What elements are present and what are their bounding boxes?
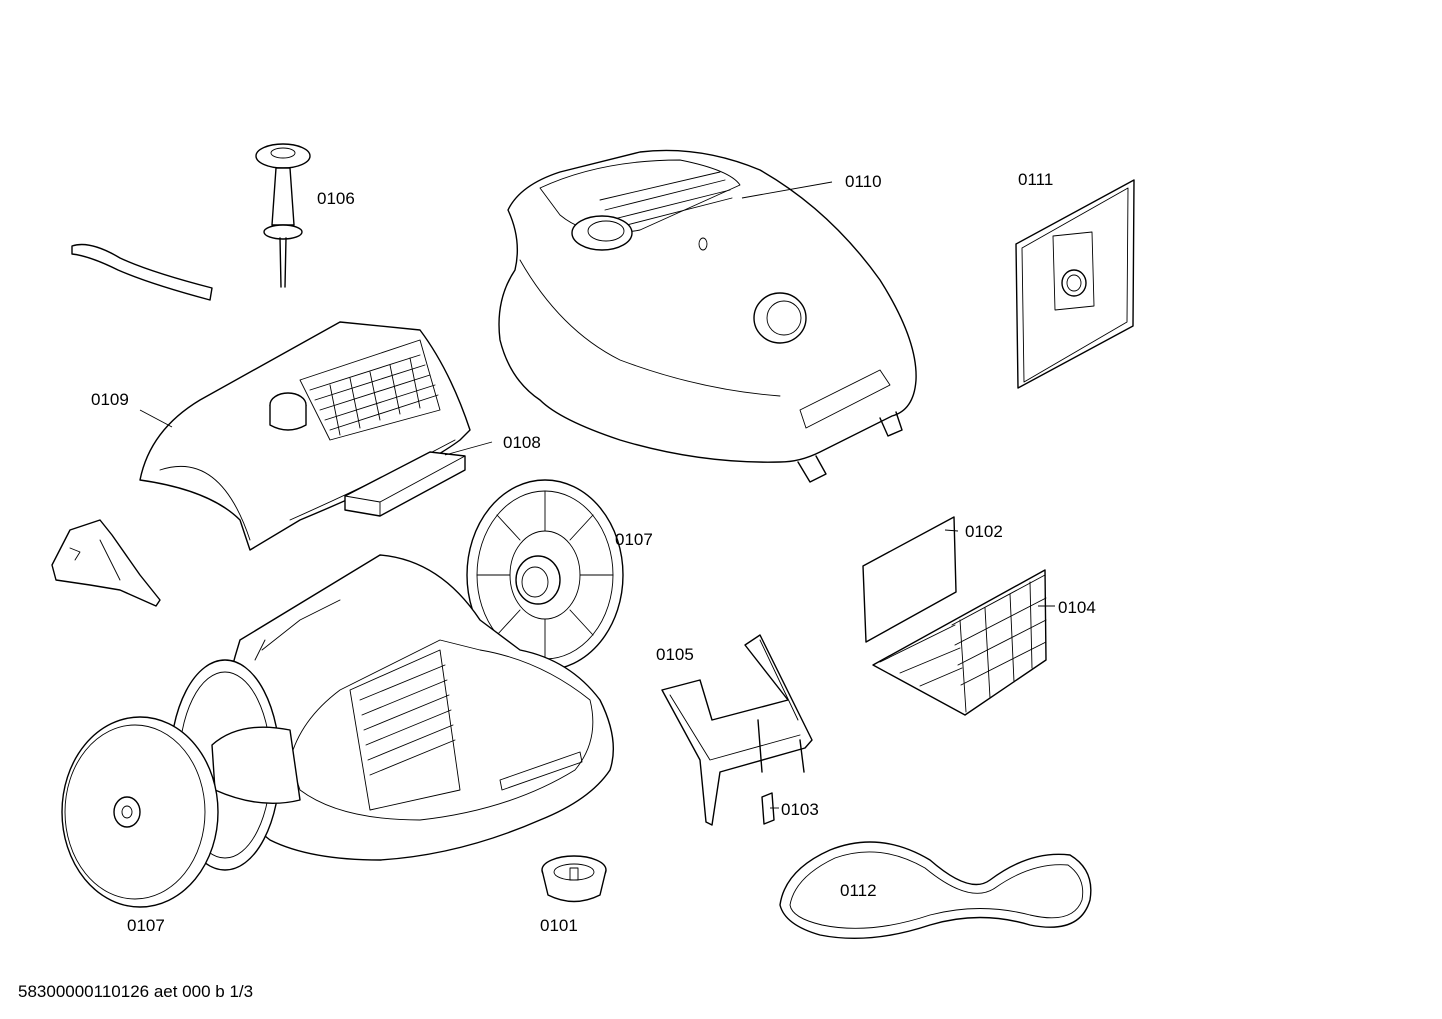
part-0110-drawing <box>498 149 917 483</box>
leader-lines <box>139 181 1055 809</box>
part-0101-drawing <box>541 855 607 903</box>
drawing-reference-footer: 58300000110126 aet 000 b 1/3 <box>18 982 253 1001</box>
label-0107-left: 0107 <box>127 916 165 935</box>
part-0103-drawing <box>761 792 775 825</box>
part-0107-right-wheel-drawing <box>466 479 624 671</box>
small-bracket-drawing <box>51 519 161 607</box>
label-0102: 0102 <box>965 522 1003 541</box>
label-0110: 0110 <box>845 172 882 191</box>
label-0106: 0106 <box>317 189 355 208</box>
part-0108-drawing <box>344 451 466 517</box>
label-0111: 0111 <box>1018 170 1053 189</box>
part-0112-drawing <box>779 841 1092 940</box>
base-chassis-drawing <box>218 554 615 861</box>
label-0101: 0101 <box>540 916 578 935</box>
part-0102-drawing <box>862 516 957 643</box>
label-0108: 0108 <box>503 433 541 452</box>
label-0103: 0103 <box>781 800 819 819</box>
part-0105-drawing <box>661 634 813 826</box>
part-0109-drawing <box>139 321 471 551</box>
label-0107-right: 0107 <box>615 530 653 549</box>
rubber-strip-drawing <box>71 243 213 301</box>
label-0112: 0112 <box>840 881 877 900</box>
part-0106-drawing <box>255 143 311 288</box>
part-0107-left-wheel-drawing <box>61 659 301 908</box>
label-0109: 0109 <box>91 390 129 409</box>
label-0105: 0105 <box>656 645 694 664</box>
part-0104-drawing <box>872 569 1047 716</box>
label-0104: 0104 <box>1058 598 1096 617</box>
part-0111-drawing <box>1015 179 1135 389</box>
